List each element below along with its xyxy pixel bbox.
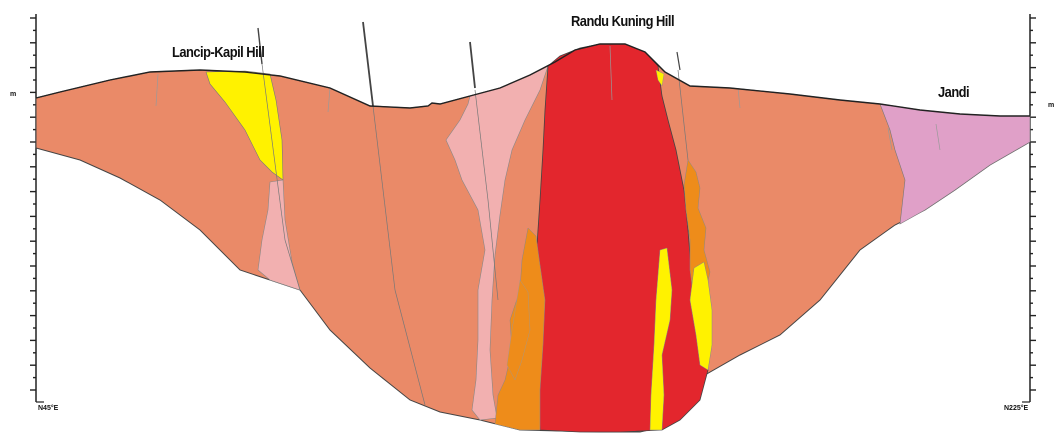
label-jandi: Jandi [938, 84, 969, 101]
label-lancip-kapil-hill: Lancip-Kapil Hill [172, 44, 264, 61]
mauve-unit [880, 104, 1030, 224]
right-bottom-azimuth: N225°E [1004, 405, 1028, 412]
left-axis-unit: m [10, 91, 16, 98]
left-depth-axis [30, 14, 36, 402]
right-depth-axis [1030, 14, 1036, 402]
left-bottom-azimuth: N45°E [38, 405, 58, 412]
right-axis-unit: m [1048, 102, 1054, 109]
right-axis-ticks [1030, 18, 1036, 390]
left-axis-ticks [30, 18, 36, 390]
label-randu-kuning-hill: Randu Kuning Hill [571, 13, 674, 30]
